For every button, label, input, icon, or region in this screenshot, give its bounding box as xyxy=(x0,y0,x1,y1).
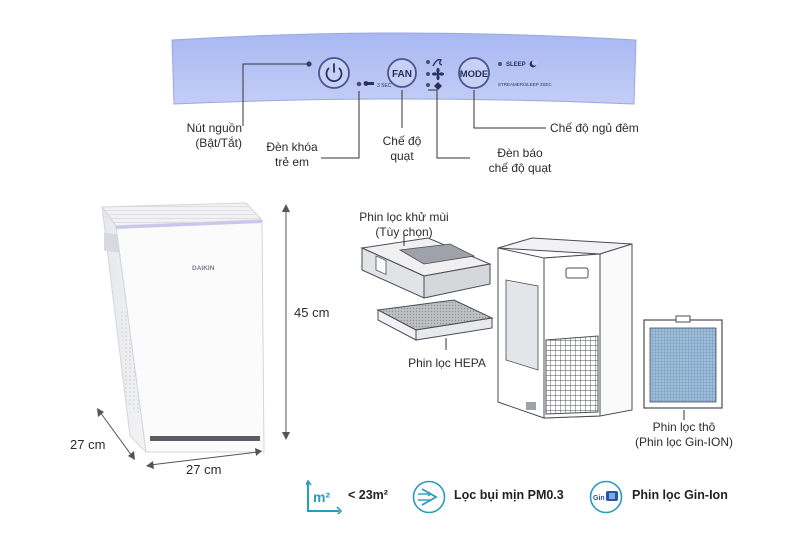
lock-hint-text: 3 SEC xyxy=(377,83,392,89)
gin-ion-icon: Gin xyxy=(588,480,624,514)
sleep-label-text: SLEEP xyxy=(506,62,526,68)
sleep-mode-callout-label: Chế độ ngủ đêm xyxy=(550,121,639,135)
fan-mode-indicators xyxy=(426,58,445,90)
moon-icon xyxy=(529,60,538,68)
pm-filter-text: Lọc bụi mịn PM0.3 xyxy=(454,488,564,502)
depth-dimension-label: 27 cm xyxy=(70,437,106,452)
child-lock-indicator-dot xyxy=(356,81,362,87)
air-purifier-unit xyxy=(101,202,265,454)
room-area-icon: m² xyxy=(305,479,343,516)
fan-button-label: FAN xyxy=(392,69,412,80)
fan-auto-icon xyxy=(432,58,443,67)
dimension-lines xyxy=(97,204,290,469)
room-area-icon-text: m² xyxy=(313,489,330,505)
fan-blade-icon xyxy=(431,67,445,81)
width-dimension-label: 27 cm xyxy=(186,462,222,477)
control-panel-diagram: 3 SEC FAN MODE SLEEP STREAMER/SLEEP 3SEC xyxy=(171,32,637,159)
hepa-filter xyxy=(376,299,494,341)
pm-filter-icon xyxy=(412,480,446,514)
coarse-filter-label: Phin lọc thô (Phin lọc Gin-ION) xyxy=(634,420,734,449)
coarse-filter xyxy=(643,315,723,409)
power-callout-label: Nút nguồn (Bật/Tắt) xyxy=(186,121,242,150)
deodorizing-filter-label: Phin lọc khử mùi (Tùy chọn) xyxy=(359,210,449,239)
fan-indicator-callout-label: Đèn báo chế độ quạt xyxy=(488,146,552,175)
fan-mode-callout-label: Chế độ quạt xyxy=(382,134,422,163)
fan-button[interactable]: FAN xyxy=(387,58,417,88)
deodorizing-filter xyxy=(360,237,492,299)
panel-callout-lines xyxy=(242,63,546,159)
hepa-filter-label: Phin lọc HEPA xyxy=(408,356,486,370)
mode-button-label: MODE xyxy=(460,69,489,80)
child-lock-callout-label: Đèn khóa trẻ em xyxy=(266,140,318,169)
mode-button[interactable]: MODE xyxy=(458,57,490,89)
sleep-hint-text: STREAMER/SLEEP 3SEC xyxy=(498,82,552,87)
sleep-indicator-dot xyxy=(498,62,502,66)
height-dimension-label: 45 cm xyxy=(294,305,330,320)
purifier-dimensions-diagram: DAIKIN xyxy=(97,202,290,469)
gin-ion-text: Phin lọc Gin-Ion xyxy=(632,488,728,502)
room-area-text: < 23m² xyxy=(348,488,388,502)
purifier-body-open xyxy=(497,237,633,419)
daikin-logo: DAIKIN xyxy=(192,265,215,272)
key-icon xyxy=(363,81,374,86)
power-button[interactable] xyxy=(318,57,350,89)
fan-turbo-icon xyxy=(434,82,442,90)
filter-exploded-diagram xyxy=(360,234,723,420)
gin-ion-icon-text: Gin xyxy=(593,495,605,502)
